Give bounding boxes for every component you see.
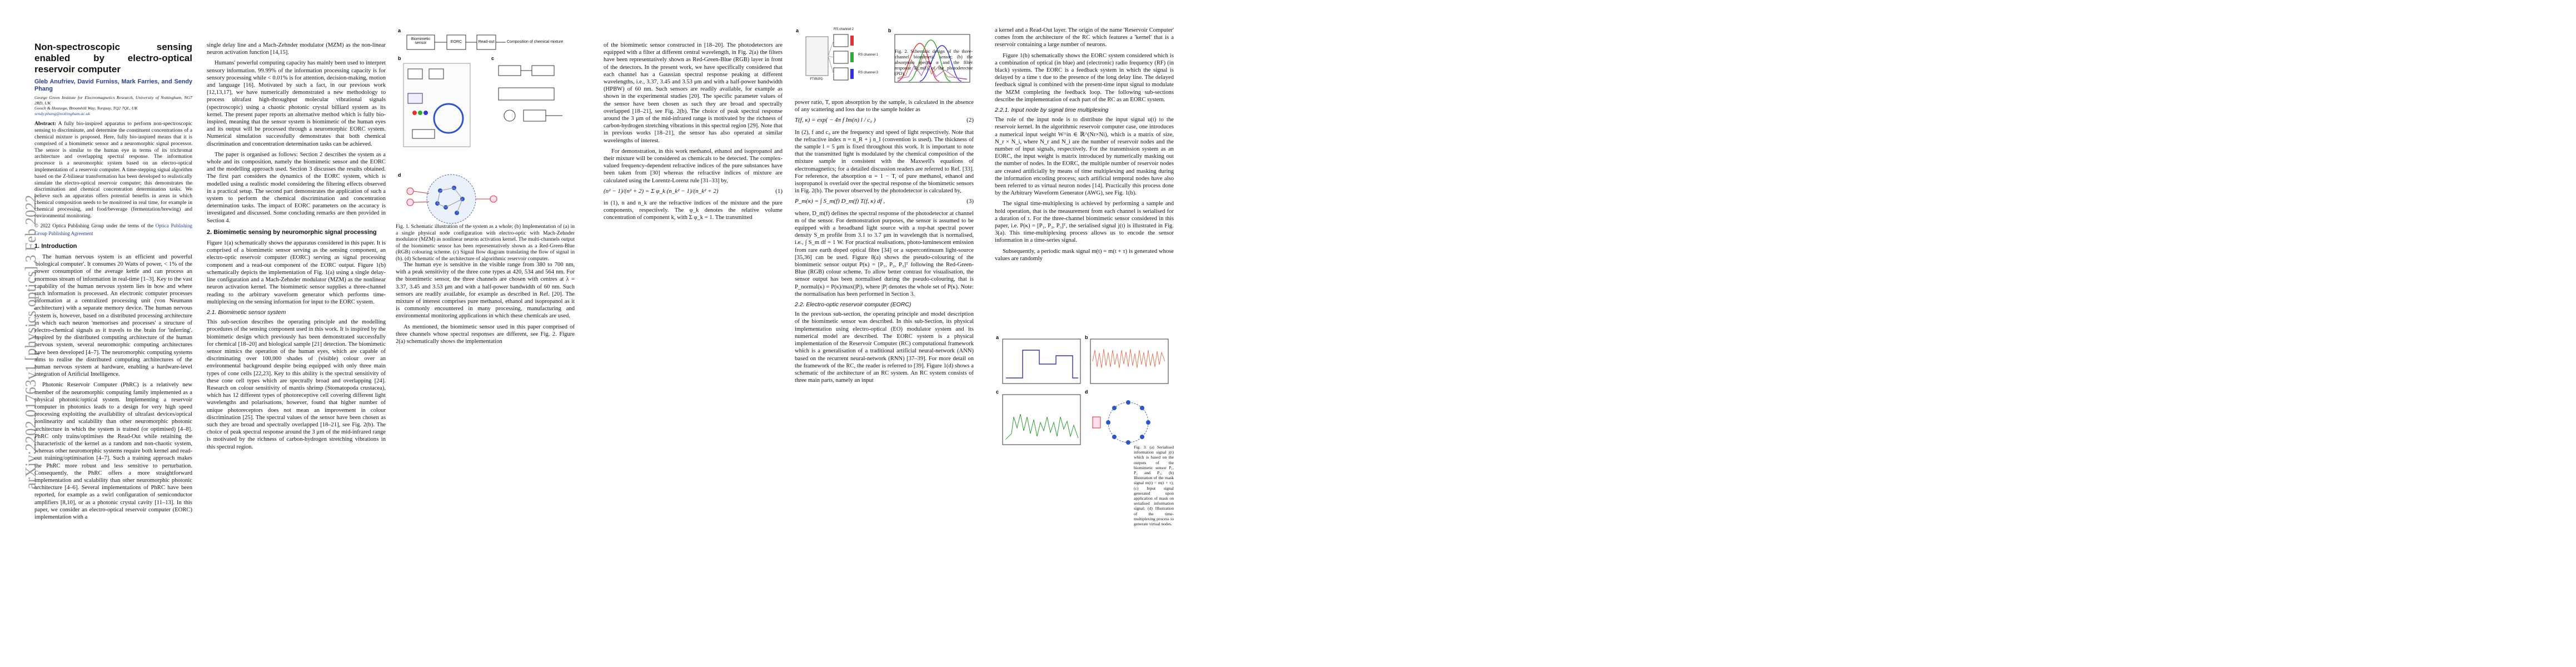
fig2-label-ftir-pd: FTIR/PD — [810, 78, 823, 81]
p3-paragraph-1: of the biomimetic sensor constructed in … — [604, 42, 783, 144]
equation-3: P_m(κ) = ∫ S_m(f) D_m(f) T(f, κ) df , (3… — [795, 198, 974, 205]
intro-paragraph-2: Photonic Reservoir Computer (PhRC) is a … — [34, 382, 192, 521]
section-heading-introduction: 1. Introduction — [34, 242, 77, 250]
affiliation-2: Gooch & Housego, Broomhill Way, Torquay,… — [34, 106, 138, 111]
p2-paragraph-7: As mentioned, the biomimetic sensor used… — [396, 323, 575, 345]
fig1-box-eorc: EORC — [450, 40, 462, 44]
equation-3-number: (3) — [966, 198, 974, 205]
affiliations: George Green Institute for Electromagnet… — [34, 95, 192, 116]
equation-2-number: (2) — [966, 117, 974, 124]
p4-paragraph-2: Figure 1(b) schematically shows the EORC… — [995, 52, 1174, 103]
svg-text:a: a — [996, 335, 999, 340]
p2-paragraph-6: The human eye is sensitive in the visibl… — [396, 262, 575, 320]
abstract: Abstract: A fully bio-inspired apparatus… — [34, 121, 192, 219]
affiliation-1: George Green Institute for Electromagnet… — [34, 95, 192, 106]
page1-column-left: Non-spectroscopic sensing enabled by ele… — [34, 42, 192, 524]
figure-3-graphic: a b c d — [996, 335, 1169, 445]
figure-1-caption: Fig. 1. Schematic illustration of the sy… — [396, 223, 575, 262]
equation-2: T(f, κ) = exp( − 4π f Im(n) l / c₀ ) (2) — [795, 117, 974, 124]
p3-paragraph-2: For demonstration, in this work methanol… — [604, 148, 783, 184]
page4-column-1: a kernel and a Read-Out layer. The origi… — [995, 27, 1174, 266]
figure-2: a b RS channel 2 RS channel 1 RS channel… — [795, 27, 974, 93]
figure-3-caption: Fig. 3. (a) Serialised information signa… — [1134, 445, 1174, 527]
equation-2-body: T(f, κ) = exp( − 4π f Im(n) l / c₀ ) — [795, 117, 876, 124]
section-heading-2: 2. Biomimetic sensing by neuromorphic si… — [207, 228, 377, 236]
fig1-box-biomimetic-sensor: Biomimetic sensor — [411, 37, 431, 45]
page2-column-2-lower: The human eye is sensitive in the visibl… — [396, 261, 575, 349]
svg-text:d: d — [398, 172, 401, 178]
intro-paragraph-1: The human nervous system is an efficient… — [34, 253, 192, 378]
svg-text:a: a — [398, 28, 401, 33]
p2-paragraph-2: Humans' powerful computing capacity has … — [207, 60, 386, 147]
p4-paragraph-4: The signal time-multiplexing is achieved… — [995, 201, 1174, 244]
fig2-label-rs-channel-2: RS channel 2 — [833, 28, 854, 31]
publishing-agreement-link[interactable]: Optica Publishing Group Publishing Agree… — [34, 223, 193, 236]
p3-paragraph-4: power ratio, T, upon absorption by the s… — [795, 99, 974, 113]
figure-3: a b c d — [995, 334, 1174, 500]
copyright: © 2022 Optica Publishing Group under the… — [34, 222, 192, 237]
p3-paragraph-7: In the previous sub-section, the operati… — [795, 311, 974, 384]
figure-1-graphic: a b c d — [398, 28, 562, 224]
fig2-label-rs-channel-3: RS channel 3 — [858, 71, 879, 74]
subsection-heading-2-2-1: 2.2.1. Input node by signal time multipl… — [995, 107, 1109, 114]
svg-text:a: a — [796, 28, 799, 33]
svg-text:b: b — [1085, 335, 1088, 340]
p4-paragraph-3: The role of the input node is to distrib… — [995, 117, 1174, 197]
page3-column-2: power ratio, T, upon absorption by the s… — [795, 99, 974, 387]
equation-1-body: (n² − 1)/(n² + 2) = Σ φ_k (n_k² − 1)/(n_… — [604, 187, 719, 195]
page-1: Non-spectroscopic sensing enabled by ele… — [0, 0, 859, 667]
equation-1: (n² − 1)/(n² + 2) = Σ φ_k (n_k² − 1)/(n_… — [604, 188, 783, 195]
p3-paragraph-3: in (1), n and n_k are the refractive ind… — [604, 200, 783, 221]
page3-column-1: of the biomimetic sensor constructed in … — [604, 42, 783, 225]
p4-paragraph-5: Subsequently, a periodic mask signal m(t… — [995, 248, 1174, 262]
abstract-label: Abstract: — [34, 121, 56, 127]
p4-paragraph-1: a kernel and a Read-Out layer. The origi… — [995, 27, 1174, 48]
svg-text:b: b — [888, 28, 891, 33]
subsection-heading-2-1: 2.1. Biomimetic sensor system — [207, 308, 286, 316]
svg-text:b: b — [398, 56, 401, 61]
p2-paragraph-1: single delay line and a Mach-Zehnder mod… — [207, 42, 386, 56]
figure-2-caption: Fig. 2. Schematic design of the three-ch… — [895, 49, 973, 76]
figure-2-graphic: a b — [796, 28, 970, 83]
svg-text:c: c — [491, 56, 494, 61]
p3-paragraph-5: In (2), f and c₀ are the frequency and s… — [795, 129, 974, 195]
fig2-label-rs-channel-1: RS channel 1 — [858, 53, 879, 57]
copyright-text: © 2022 Optica Publishing Group under the… — [34, 223, 154, 229]
abstract-text: A fully bio-inspired apparatus to perfor… — [34, 121, 192, 219]
page-2: single delay line and a Mach-Zehnder mod… — [207, 27, 575, 454]
page2-column-1: single delay line and a Mach-Zehnder mod… — [207, 42, 386, 454]
fig1-box-composition: Composition of chemical mixture — [507, 40, 564, 44]
equation-1-number: (1) — [775, 187, 783, 195]
svg-text:c: c — [996, 389, 999, 395]
p2-paragraph-4: Figure 1(a) schematically shows the appa… — [207, 240, 386, 305]
p3-paragraph-6: where, D_m(f) defines the spectral respo… — [795, 210, 974, 297]
fig1-box-readout: Read-out — [478, 40, 495, 44]
subsection-heading-2-2: 2.2. Electro-optic reservoir computer (E… — [795, 301, 911, 308]
author-email[interactable]: sendy.phang@nottingham.ac.uk — [34, 111, 91, 116]
paper-title: Non-spectroscopic sensing enabled by ele… — [34, 42, 192, 74]
author-list: Gleb Anufriev, David Furniss, Mark Farri… — [34, 78, 192, 93]
svg-text:d: d — [1085, 389, 1088, 395]
figure-1: a b c d — [396, 27, 575, 366]
p2-paragraph-3: The paper is organised as follows: Secti… — [207, 151, 386, 224]
equation-3-body: P_m(κ) = ∫ S_m(f) D_m(f) T(f, κ) df , — [795, 198, 885, 205]
p2-paragraph-5: This sub-section describes the operating… — [207, 319, 386, 450]
